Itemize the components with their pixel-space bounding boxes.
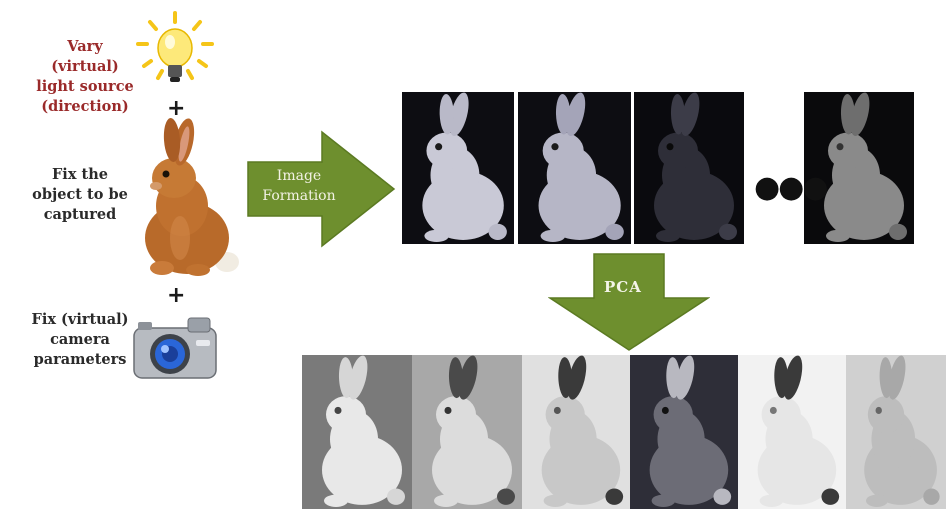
fix-camera-label: Fix (virtual) camera parameters bbox=[15, 310, 145, 370]
pca-basis-image bbox=[630, 355, 738, 509]
light-bulb-icon bbox=[130, 10, 220, 88]
rendered-bunny-image bbox=[518, 92, 631, 244]
rendered-bunny-image bbox=[634, 92, 744, 244]
fix-object-label: Fix the object to be captured bbox=[15, 165, 145, 225]
pca-basis-image bbox=[738, 355, 846, 509]
pca-arrow bbox=[548, 252, 710, 352]
pca-basis-image bbox=[846, 355, 946, 509]
rendered-bunny-image bbox=[804, 92, 914, 244]
pca-basis-image bbox=[302, 355, 412, 509]
plus-sign-bottom: + bbox=[167, 285, 185, 307]
pca-basis-image bbox=[522, 355, 630, 509]
brown-bunny-image bbox=[132, 118, 242, 278]
rendered-bunny-image bbox=[402, 92, 514, 244]
plus-sign-top: + bbox=[167, 98, 185, 120]
ellipsis-dots: ●●● bbox=[754, 170, 827, 205]
image-formation-label: Image Formation bbox=[248, 166, 350, 206]
camera-icon bbox=[128, 310, 220, 382]
pca-basis-image bbox=[412, 355, 522, 509]
pca-label: PCA bbox=[604, 278, 642, 296]
